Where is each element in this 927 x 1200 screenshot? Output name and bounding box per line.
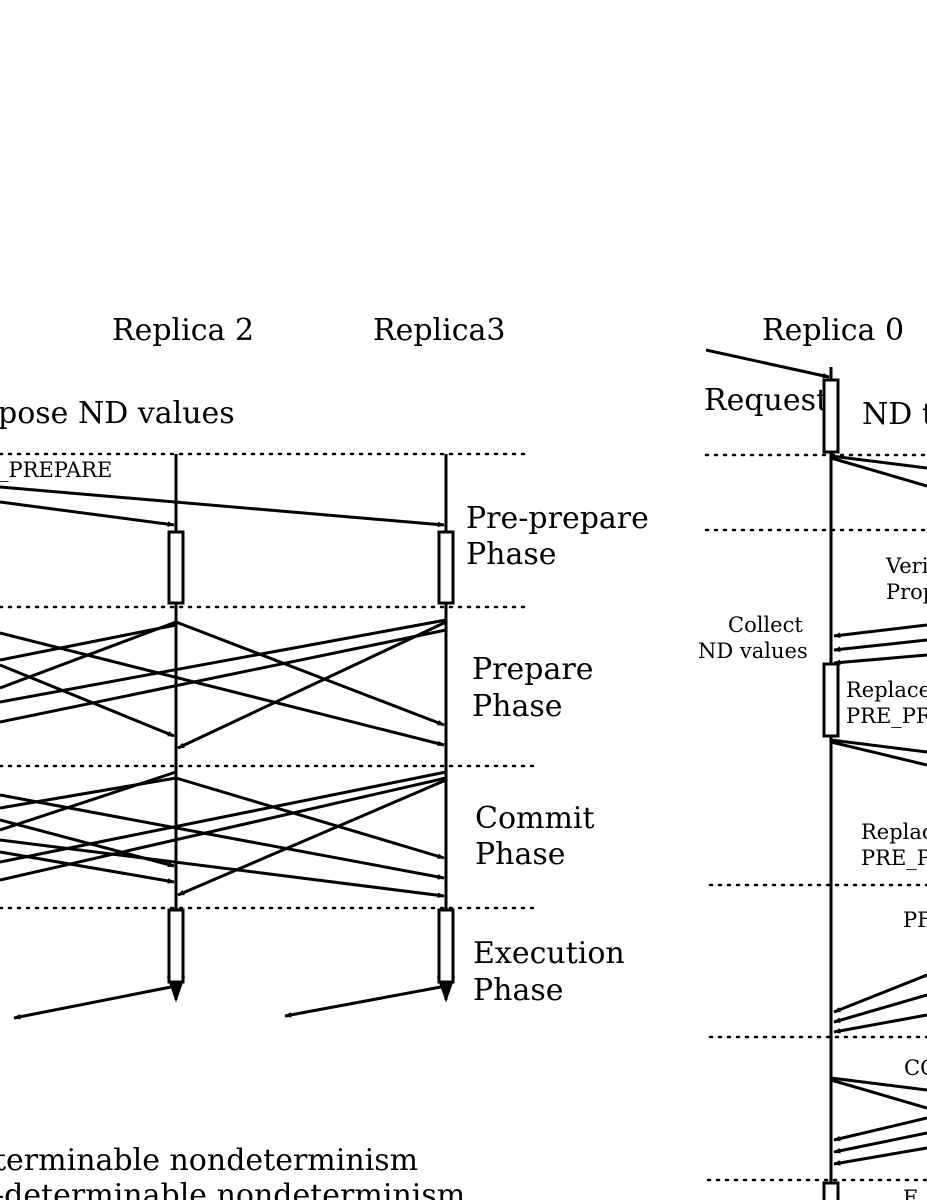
commit-arrow [0,838,445,898]
commit-line [0,776,447,882]
collect-label: Collect [728,613,803,637]
incoming-nd-arrow [833,623,927,639]
commit-arrow [0,793,445,880]
prepare-phase-messages [0,618,447,750]
replica-3-execution-box [437,908,455,984]
execution-phase-label: Execution [473,936,625,971]
request-label: Request [704,383,828,418]
prepare-line [0,618,447,704]
prepare-line [0,628,447,724]
right-diagram: Replica 0 Request ND t [698,313,927,1200]
execution-box [822,1181,840,1200]
prepare-arrow [0,631,445,747]
commit-arrow [175,776,445,860]
execution-label-partial: E [903,1186,918,1200]
pre-prepare-label-b: PRE_P [861,846,927,870]
incoming-commit-arrow [833,1146,927,1166]
replica-2-pre-prepare-box [167,530,185,605]
commit-line [0,770,447,864]
replica-3-pre-prepare-box [437,530,455,605]
outgoing-message [830,740,927,767]
prepare-arrow [175,620,445,727]
commit-phase-messages [0,770,447,898]
replica-3-label: Replica3 [373,313,506,348]
prepare-phase-label: Prepare [472,652,593,687]
outgoing-message [830,738,927,754]
request-processing-box [822,378,840,454]
outgoing-message [830,1078,927,1110]
commit-phase-label: Commit [475,801,595,836]
request-arrow [705,348,830,379]
pre-prepare-arrow-to-replica-2 [0,500,175,527]
commit-line [0,776,177,810]
propose-nd-values-label: pose ND values [0,396,235,431]
outgoing-message [830,1076,927,1092]
prepare-label-partial: PF [903,908,927,932]
prepare-line [0,620,177,690]
replica-2-execution-box [167,908,185,984]
incoming-prepare-arrow [833,1013,927,1034]
incoming-nd-arrow [833,653,927,666]
replace-values-box [822,662,840,738]
prepare-phase-label-2: Phase [472,689,563,724]
incoming-prepare-arrow [833,973,927,1014]
reply-arrow-replica-2 [13,984,177,1020]
caption-line-2: -determinable nondeterminism [0,1178,465,1200]
replica-2-label: Replica 2 [112,313,254,348]
outgoing-message [830,456,927,488]
commit-arrow [177,778,447,897]
propose-label: Prop [886,580,927,604]
replica-0-label: Replica 0 [762,313,904,348]
commit-label-partial: CO [904,1056,927,1080]
pre-prepare-phase-label-2: Phase [466,537,557,572]
prepare-line [0,623,177,662]
pre-prepare-label-a: PRE_PR [846,704,927,728]
commit-phase-label-2: Phase [475,837,566,872]
nd-t-label: ND t [862,397,927,432]
pre-prepare-arrow-to-replica-3 [0,485,445,528]
prepare-arrow [177,620,447,750]
execution-phase-label-2: Phase [473,973,564,1008]
replace-label-b: Replac [861,820,927,844]
left-diagram: Replica 2 Replica3 pose ND values _PREPA… [0,313,649,1200]
pre-prepare-phase-label: Pre-prepare [466,501,649,536]
replace-label-a: Replace [846,678,927,702]
nd-values-label: ND values [698,639,808,663]
incoming-nd-arrow [833,638,927,653]
pre-prepare-message-label: _PREPARE [0,458,112,482]
verify-label: Veri [885,554,927,578]
incoming-commit-arrow [833,1116,927,1142]
reply-arrow-replica-3 [284,984,447,1018]
caption-line-1: terminable nondeterminism [0,1143,418,1178]
incoming-prepare-arrow [833,993,927,1024]
incoming-commit-arrow [833,1131,927,1154]
outgoing-message [830,454,927,470]
